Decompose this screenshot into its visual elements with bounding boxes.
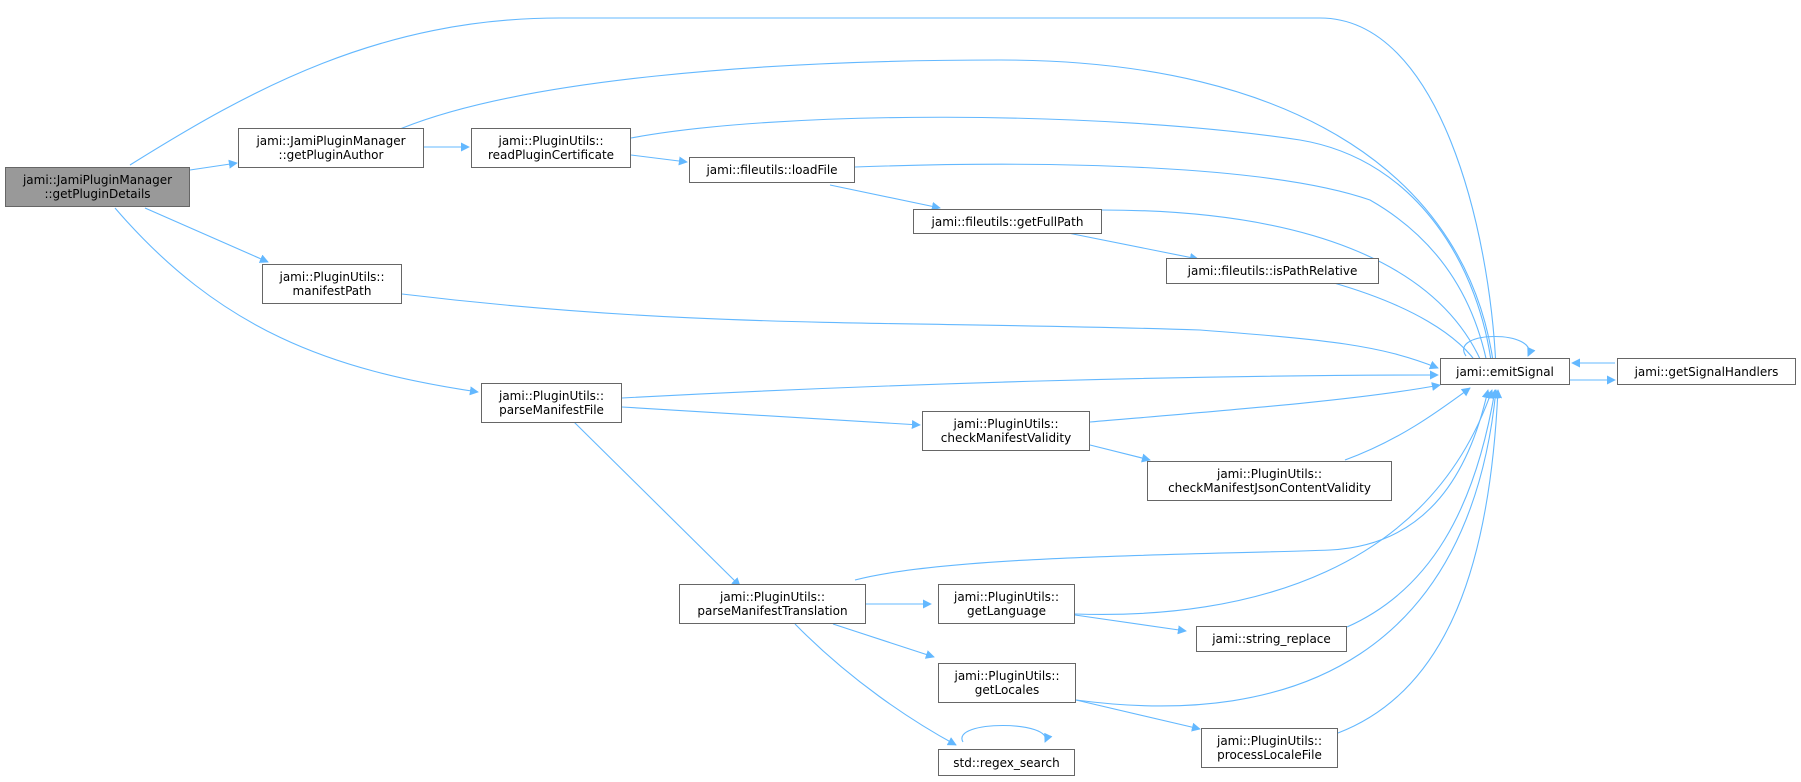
node-loadFile-line1: jami::fileutils::loadFile xyxy=(706,163,838,177)
node-parseManifestTranslation-line2: parseManifestTranslation xyxy=(697,604,848,618)
node-emitSignal-line1: jami::emitSignal xyxy=(1456,364,1554,379)
edge-getPluginAuthor-emitSignal xyxy=(399,59,1498,369)
edge-parseManifestTranslation-getLocales xyxy=(832,623,935,659)
edge-getPluginDetails-parseManifestFile xyxy=(114,207,479,396)
edge-getLanguage-emitSignal xyxy=(1074,389,1494,616)
node-getLocales-line2: getLocales xyxy=(974,683,1040,697)
edge-parseManifestFile-parseManifestTranslation xyxy=(573,421,741,587)
node-string_replace[interactable]: jami::string_replace xyxy=(1196,626,1347,652)
node-getSignalHandlers-line1: jami::getSignalHandlers xyxy=(1634,364,1779,379)
node-getLocales[interactable]: jami::PluginUtils:: getLocales xyxy=(938,663,1076,703)
node-getLocales-line1: jami::PluginUtils:: xyxy=(954,669,1060,683)
node-getFullPath-line1: jami::fileutils::getFullPath xyxy=(931,214,1084,229)
edge-isPathRelative-emitSignal xyxy=(1333,282,1481,369)
edge-getLocales-emitSignal xyxy=(1075,389,1500,707)
node-getLanguage-line1: jami::PluginUtils:: xyxy=(953,590,1060,604)
edge-readPluginCertificate-emitSignal xyxy=(630,116,1496,369)
edge-getFullPath-isPathRelative xyxy=(1067,232,1199,262)
node-emitSignal[interactable]: jami::emitSignal xyxy=(1440,358,1570,385)
node-parseManifestTranslation-line1: jami::PluginUtils:: xyxy=(719,590,826,604)
node-parseManifestFile-line2: parseManifestFile xyxy=(499,403,604,417)
edge-manifestPath-emitSignal xyxy=(401,293,1439,370)
edge-getPluginDetails-getPluginAuthor xyxy=(189,159,238,171)
node-checkManifestValidity-line1: jami::PluginUtils:: xyxy=(953,417,1059,431)
node-getPluginAuthor[interactable]: jami::JamiPluginManager ::getPluginAutho… xyxy=(238,128,424,168)
node-regex_search[interactable]: std::regex_search xyxy=(938,749,1075,776)
edge-checkManifestValidity-checkJson xyxy=(1089,444,1151,463)
edge-checkManifestValidity-emitSignal xyxy=(1089,382,1441,423)
node-manifestPath[interactable]: jami::PluginUtils:: manifestPath xyxy=(262,264,402,304)
edge-string_replace-emitSignal xyxy=(1346,389,1499,628)
node-getPluginAuthor-line1: jami::JamiPluginManager xyxy=(256,134,406,148)
node-getLanguage[interactable]: jami::PluginUtils:: getLanguage xyxy=(938,584,1075,624)
node-isPathRelative[interactable]: jami::fileutils::isPathRelative xyxy=(1166,258,1379,284)
edge-readPluginCertificate-loadFile xyxy=(630,154,688,166)
node-manifestPath-line2: manifestPath xyxy=(292,284,372,298)
edge-parseManifestFile-emitSignal xyxy=(621,370,1439,399)
edge-getFullPath-emitSignal xyxy=(1101,209,1486,369)
node-getPluginDetails-line2: ::getPluginDetails xyxy=(44,187,151,201)
node-parseManifestTranslation[interactable]: jami::PluginUtils:: parseManifestTransla… xyxy=(679,584,866,624)
node-getPluginDetails: jami::JamiPluginManager ::getPluginDetai… xyxy=(5,167,190,207)
edge-processLocaleFile-emitSignal xyxy=(1337,389,1503,734)
node-string_replace-line1: jami::string_replace xyxy=(1212,632,1331,646)
edge-parseManifestTranslation-emitSignal xyxy=(854,389,1491,581)
node-regex_search-line1: std::regex_search xyxy=(953,755,1060,770)
node-checkManifestJsonContentValidity[interactable]: jami::PluginUtils:: checkManifestJsonCon… xyxy=(1147,461,1392,501)
edge-loadFile-emitSignal xyxy=(854,163,1491,369)
node-checkManifestValidity-line2: checkManifestValidity xyxy=(940,431,1072,445)
node-loadFile[interactable]: jami::fileutils::loadFile xyxy=(689,157,855,183)
node-getPluginAuthor-line2: ::getPluginAuthor xyxy=(278,148,384,162)
edge-getPluginDetails-emitSignal xyxy=(129,17,1501,369)
node-getLanguage-line2: getLanguage xyxy=(967,604,1046,618)
edge-getPluginDetails-manifestPath xyxy=(144,207,269,263)
node-checkManifestValidity[interactable]: jami::PluginUtils:: checkManifestValidit… xyxy=(922,411,1090,451)
node-getPluginDetails-line1: jami::JamiPluginManager xyxy=(22,173,173,187)
edge-getLocales-processLocaleFile xyxy=(1075,699,1201,732)
node-parseManifestFile-line1: jami::PluginUtils:: xyxy=(498,389,605,403)
node-readPluginCertificate-line1: jami::PluginUtils:: xyxy=(498,134,604,148)
edge-checkJson-emitSignal xyxy=(1344,387,1471,461)
node-readPluginCertificate[interactable]: jami::PluginUtils:: readPluginCertificat… xyxy=(471,128,631,168)
node-manifestPath-line1: jami::PluginUtils:: xyxy=(279,270,385,284)
node-processLocaleFile-line2: processLocaleFile xyxy=(1217,748,1322,762)
edge-emitSignal-self xyxy=(1463,336,1536,357)
node-checkJson-line2: checkManifestJsonContentValidity xyxy=(1168,481,1371,495)
node-processLocaleFile-line1: jami::PluginUtils:: xyxy=(1216,734,1323,748)
node-parseManifestFile[interactable]: jami::PluginUtils:: parseManifestFile xyxy=(481,383,622,423)
node-getFullPath[interactable]: jami::fileutils::getFullPath xyxy=(913,209,1102,234)
node-processLocaleFile[interactable]: jami::PluginUtils:: processLocaleFile xyxy=(1201,728,1338,768)
node-getSignalHandlers[interactable]: jami::getSignalHandlers xyxy=(1617,358,1796,385)
edge-parseManifestTranslation-regex_search xyxy=(794,623,957,746)
edge-getLanguage-string_replace xyxy=(1074,614,1187,635)
edge-regex_search-self xyxy=(961,725,1053,743)
node-readPluginCertificate-line2: readPluginCertificate xyxy=(487,148,615,162)
edge-parseManifestFile-checkManifestValidity xyxy=(621,406,921,430)
edge-loadFile-getFullPath xyxy=(829,184,941,211)
node-isPathRelative-line1: jami::fileutils::isPathRelative xyxy=(1187,264,1358,278)
node-checkJson-line1: jami::PluginUtils:: xyxy=(1216,467,1323,481)
